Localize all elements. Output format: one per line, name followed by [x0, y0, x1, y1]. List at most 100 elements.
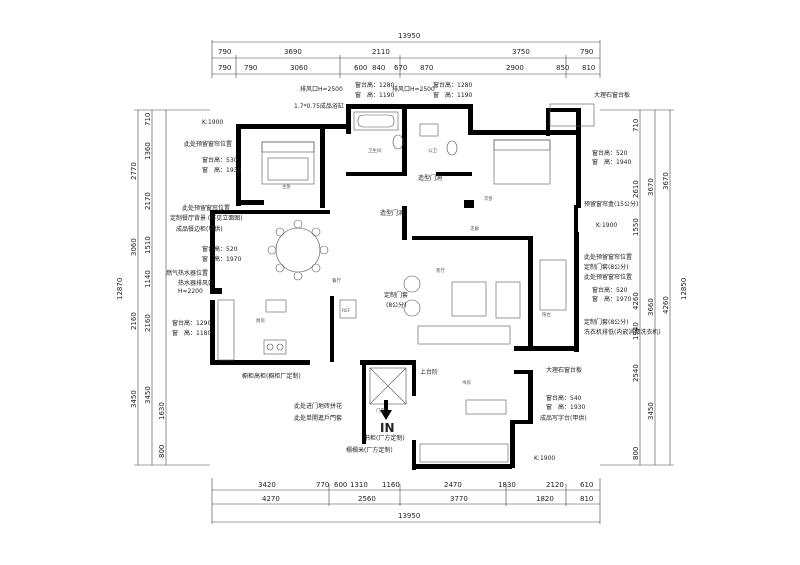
right-door-set: 定制门套(8公分)	[584, 263, 629, 271]
furniture	[217, 103, 595, 463]
single-door: 此处单開進戶門套	[294, 414, 342, 422]
floor-tile: 此处进门地砖拼花	[294, 402, 342, 410]
room-master-bed: 主卧	[282, 183, 291, 190]
step-label: 上台阶	[420, 368, 438, 376]
left-dim-6: 2160	[144, 314, 152, 332]
top-dim-1: 790	[218, 48, 231, 56]
bot-dim-5: 1160	[382, 481, 400, 489]
right-dim-5: 1940	[632, 322, 640, 340]
right2-dim-1: 3660	[647, 298, 655, 316]
bottom-dimensions: 3420 770 600 1310 1160 2470 1830 2120 61…	[211, 478, 601, 524]
bot-dim-4: 1310	[350, 481, 368, 489]
sideboard: 成品餐边柜(甲供)	[176, 225, 223, 233]
left2-dim-1: 2770	[130, 162, 138, 180]
sill-1290: 窗台高：1290	[172, 319, 211, 327]
shaped-door-left: 造型门洞	[380, 209, 404, 217]
room-bed2: 次卧	[484, 195, 493, 202]
walls	[210, 104, 581, 470]
bot-dim-8: 2120	[546, 481, 564, 489]
heater-exhaust: 热水器排风口	[178, 279, 214, 287]
marble-top-label: 大理石窗台板	[594, 91, 630, 99]
heater-h: H=2200	[178, 288, 203, 295]
exhaust-label-1: 排风口H=2500	[300, 85, 343, 93]
top-total-dim: 13950	[398, 32, 420, 40]
entry-label: IN	[380, 421, 395, 435]
win-1190-b: 窗 高：1190	[433, 91, 472, 99]
win-1190-a: 窗 高：1190	[355, 91, 394, 99]
left-dim-9: 800	[158, 445, 166, 458]
ref-label: REF	[342, 308, 351, 314]
custom-door-8: 定制门套	[384, 291, 408, 299]
win-1930b: 窗 高：1930	[546, 403, 585, 411]
bookcase: 书柜(厂方定制)	[364, 434, 405, 442]
right-dim-1: 710	[632, 119, 640, 132]
annotations: 排风口H=2500 排风口H=2500 窗台高：1280 窗 高：1190 窗台…	[166, 81, 661, 462]
tatami: 榻榻米(厂方定制)	[346, 446, 393, 454]
win-1970-r2: 窗 高：1970	[592, 295, 631, 303]
bath-note: 1.7*0.75成品浴缸	[294, 102, 344, 110]
top2-dim-2: 790	[244, 64, 257, 72]
top2-dim-4: 600	[354, 64, 367, 72]
top2-dim-6: 670	[394, 64, 407, 72]
right-dim-8: 800	[632, 447, 640, 460]
washer: 洗衣机排低(内嵌消费洗衣机)	[584, 328, 661, 336]
sill-1280-a: 窗台高：1280	[355, 81, 394, 89]
shaped-door-top: 造型门洞	[418, 174, 442, 182]
top2-dim-8: 2900	[506, 64, 524, 72]
bot2-dim-2: 2560	[358, 495, 376, 503]
bot-dim-3: 600	[334, 481, 347, 489]
top2-dim-10: 810	[582, 64, 595, 72]
bot-dim-6: 2470	[444, 481, 462, 489]
sill-520-r2: 窗台高：520	[592, 286, 628, 294]
top2-dim-1: 790	[218, 64, 231, 72]
right-dim-2: 2610	[632, 180, 640, 198]
top2-dim-3: 3060	[290, 64, 308, 72]
right-curtain2: 此处预留窗帘位置	[584, 273, 632, 281]
desk: 成品写字台(甲供)	[540, 414, 587, 422]
room-study: 书房	[462, 379, 471, 386]
win-1930: 窗 高：1930	[202, 166, 241, 174]
right-dim-6: 2540	[632, 364, 640, 382]
room-balcony: 阳台	[542, 311, 551, 318]
room-bath2: 公卫	[428, 148, 437, 154]
left-dim-8: 1630	[158, 402, 166, 420]
top-dimensions: 13950 790 3690 2110 3750 790 790 790 306…	[211, 32, 601, 78]
win-1970-left: 窗 高：1970	[202, 255, 241, 263]
entry-arrow: IN	[380, 400, 395, 435]
bot2-dim-1: 4270	[262, 495, 280, 503]
top-dim-2: 3690	[284, 48, 302, 56]
sill-1280-b: 窗台高：1280	[433, 81, 472, 89]
left-dim-3: 2170	[144, 192, 152, 210]
left-dim-4: 1510	[144, 236, 152, 254]
exhaust-label-2: 排风口H=2500	[392, 85, 435, 93]
sill-520-right: 窗台高：520	[592, 149, 628, 157]
door-set-8: 定制门套(8公分)	[584, 318, 629, 326]
dining-bg: 定制餐厅背景 (详见立面图)	[170, 214, 243, 222]
top-dim-4: 3750	[512, 48, 530, 56]
left-dim-5: 1140	[144, 270, 152, 288]
left-dim-1: 710	[144, 113, 152, 126]
bot-dim-9: 610	[580, 481, 593, 489]
gas-heater: 燃气热水器位置	[166, 269, 208, 277]
custom-door-8b: (8公分)	[386, 301, 407, 309]
top2-dim-9: 850	[556, 64, 569, 72]
sill-530: 窗台高：530	[202, 156, 238, 164]
bot2-dim-3: 3770	[450, 495, 468, 503]
sill-540: 窗台高：540	[546, 394, 582, 402]
room-kitchen: 厨房	[256, 317, 265, 324]
k1900-top: K:1900	[202, 119, 223, 126]
bot-dim-2: 770	[316, 481, 329, 489]
left2-dim-2: 3060	[130, 238, 138, 256]
room-bath1: 卫生间	[368, 147, 382, 154]
win-1940: 窗 高：1940	[592, 158, 631, 166]
left-dim-2: 1360	[144, 142, 152, 160]
bot2-dim-4: 1820	[536, 495, 554, 503]
right-dim-3: 1550	[632, 218, 640, 236]
right-dim-7: 3450	[647, 402, 655, 420]
top2-dim-7: 870	[420, 64, 433, 72]
top2-dim-5: 840	[372, 64, 385, 72]
top-dim-5: 790	[580, 48, 593, 56]
right-dimensions: 710 2610 1550 4260 1940 2540 3450 800 36…	[600, 109, 688, 466]
win-1180: 窗 高：1180	[172, 329, 211, 337]
